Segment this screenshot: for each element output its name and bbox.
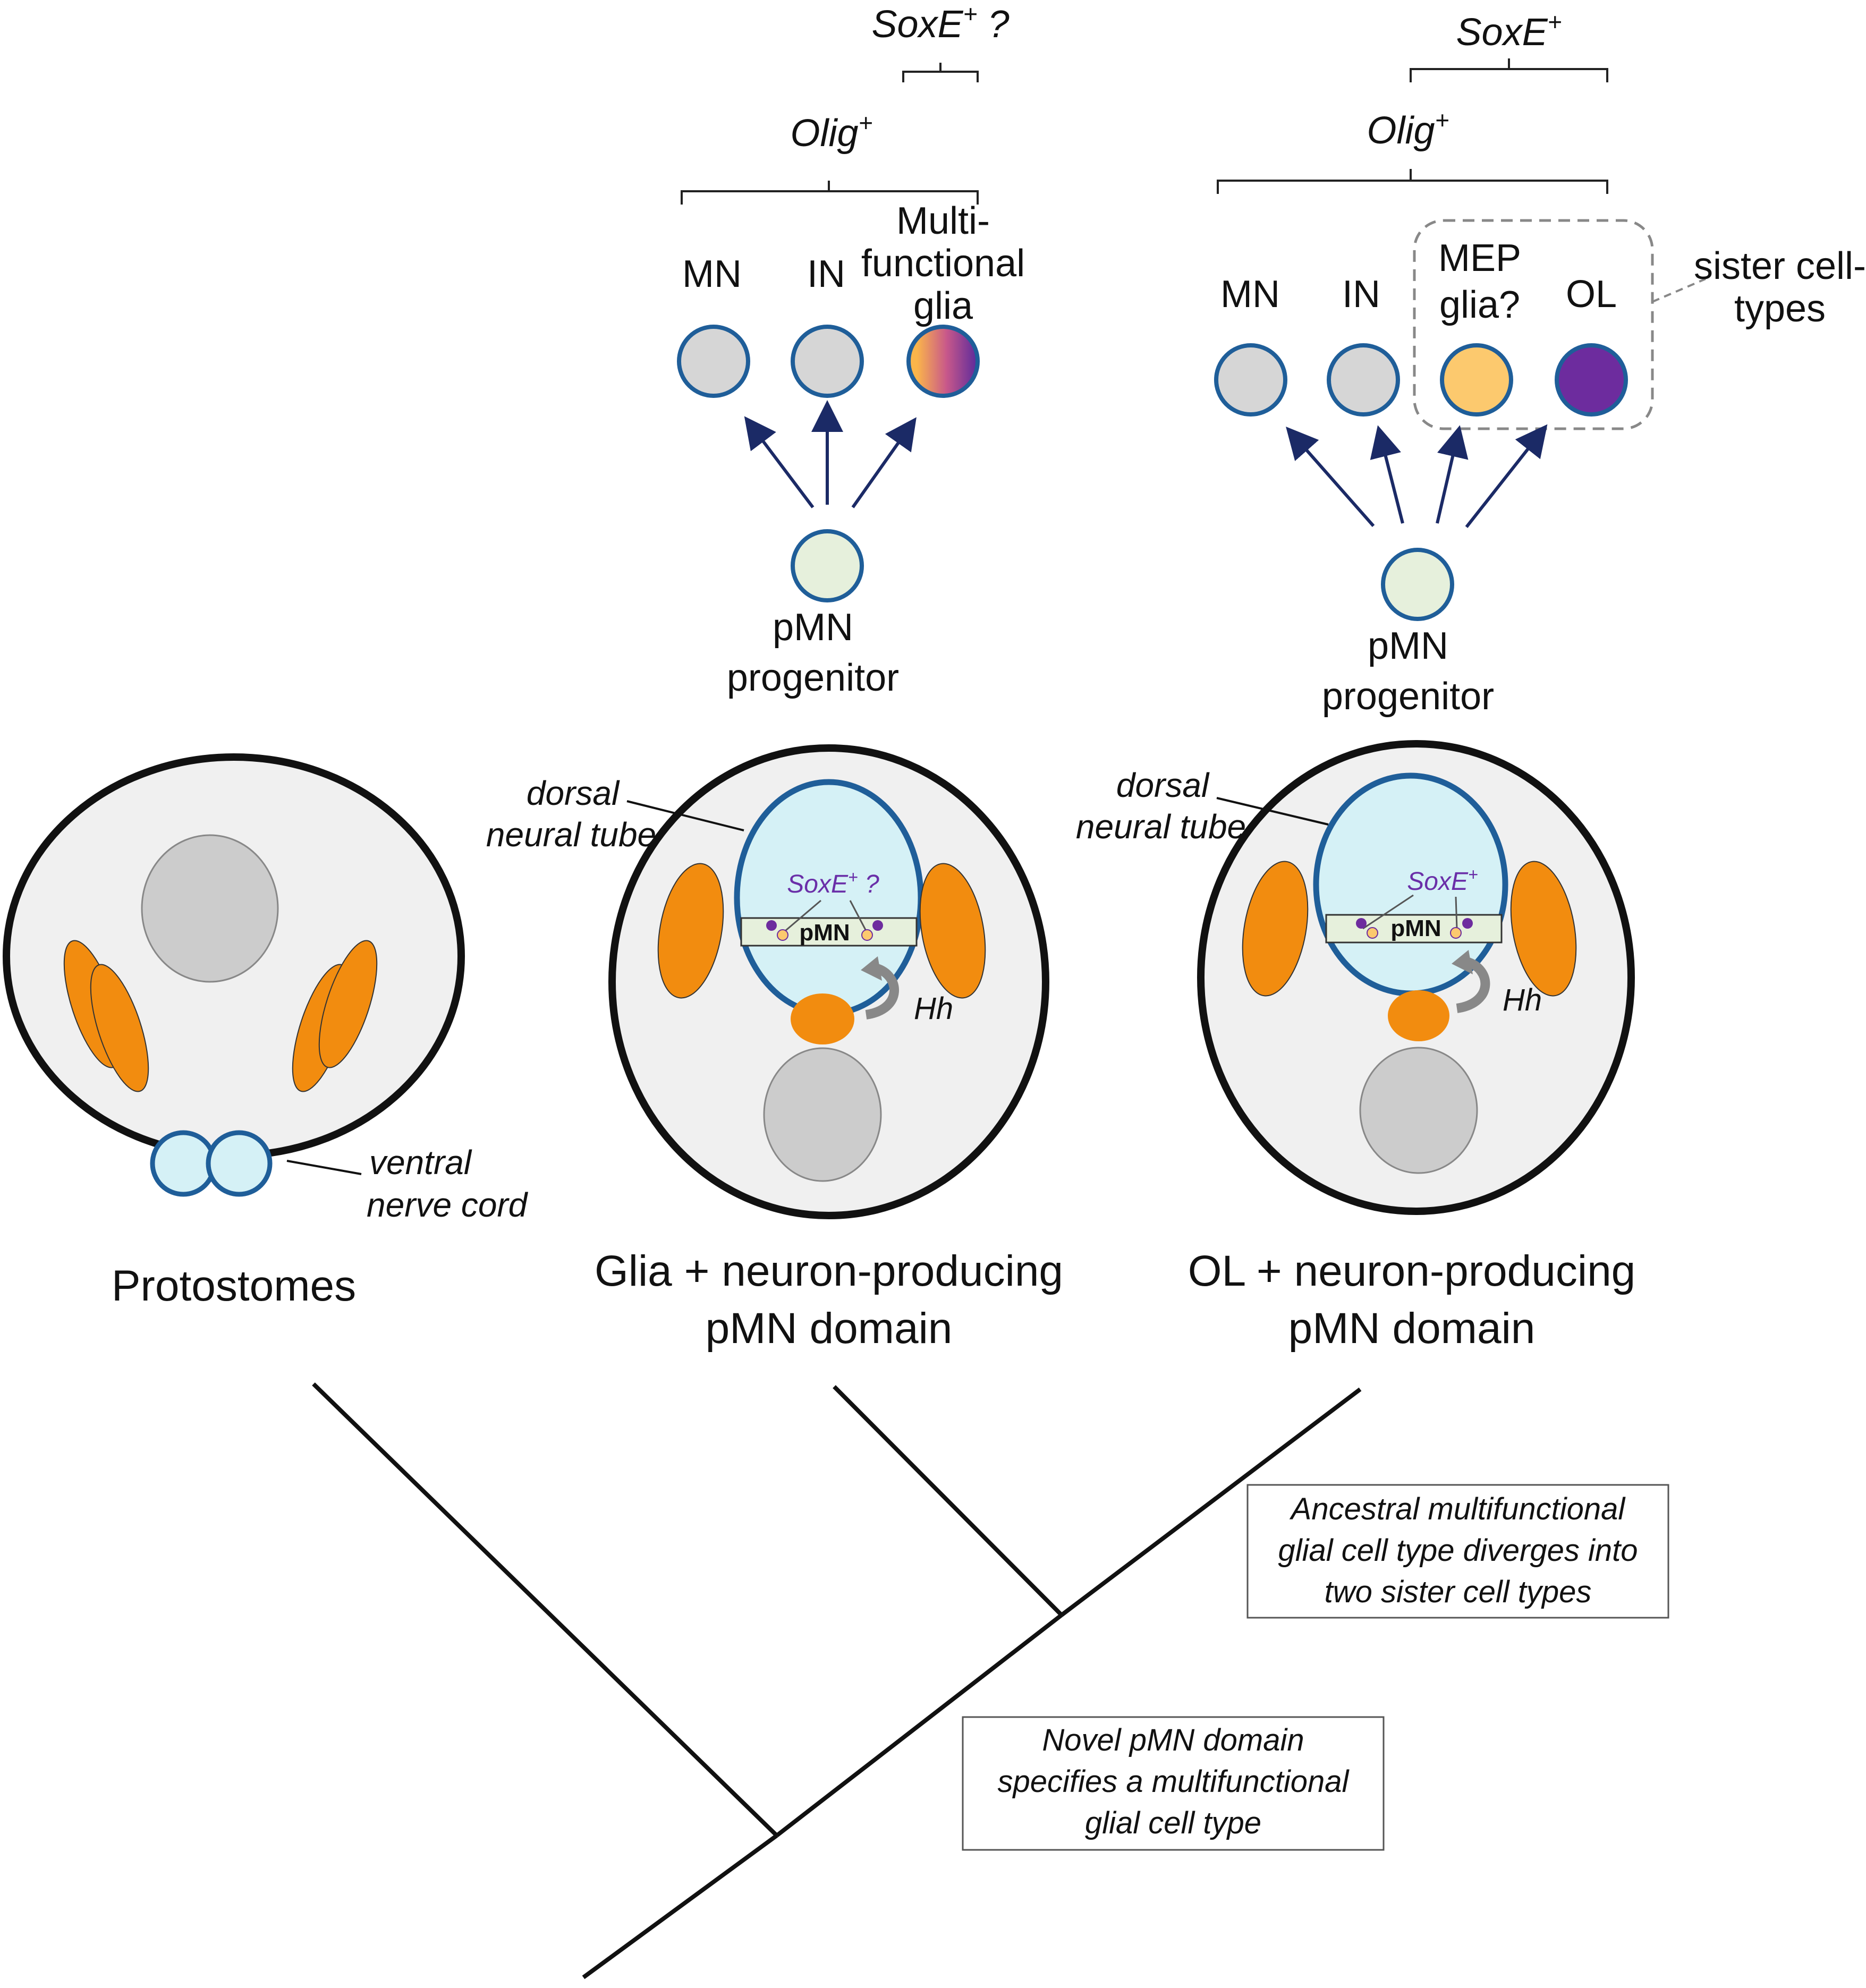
middle-soxe-bracket bbox=[902, 63, 979, 82]
ventral-nerve-cord-right bbox=[206, 1130, 273, 1197]
middle-hh-label: Hh bbox=[914, 991, 953, 1026]
protostome-muscle-right-b bbox=[318, 940, 378, 1068]
middle-hh-arrow bbox=[865, 963, 899, 1020]
middle-muscle-right bbox=[919, 863, 986, 999]
right-gut bbox=[1359, 1047, 1478, 1174]
protostome-muscle-left-b bbox=[90, 964, 149, 1092]
tree-branch-protostomes bbox=[312, 1382, 778, 1837]
right-soxe-inner-label: SoxE+ bbox=[1407, 865, 1478, 896]
right-pmn-progenitor-cell bbox=[1381, 548, 1454, 621]
right-soxe-cell-purple-left bbox=[1356, 918, 1367, 929]
right-hh-label: Hh bbox=[1503, 983, 1542, 1017]
right-in-cell bbox=[1327, 343, 1400, 417]
right-olig-bracket bbox=[1217, 169, 1608, 194]
ventral-label-leader bbox=[286, 1160, 362, 1175]
tree-trunk bbox=[582, 1833, 778, 1979]
right-soxe-cell-purple-right bbox=[1462, 918, 1473, 929]
middle-multifunctional-glia-cell bbox=[906, 325, 980, 398]
right-soxe-cell-yellow-left bbox=[1367, 927, 1378, 939]
sister-cell-types-label: sister cell-types bbox=[1694, 245, 1866, 330]
right-arrow-in bbox=[1370, 425, 1404, 524]
ventral-nerve-cord-left bbox=[150, 1130, 217, 1197]
middle-in-cell bbox=[791, 325, 864, 398]
middle-soxe-cell-yellow-left bbox=[777, 929, 788, 941]
tree-stem-vertebrates bbox=[775, 1613, 1063, 1838]
right-notochord bbox=[1388, 990, 1449, 1041]
right-soxe-bracket bbox=[1410, 58, 1608, 82]
middle-hh-arrowhead bbox=[861, 956, 882, 981]
tree-branch-glia-domain bbox=[833, 1385, 1063, 1617]
note-lower-box bbox=[962, 1716, 1385, 1851]
middle-olig-bracket bbox=[681, 181, 979, 205]
tree-branch-ol-domain bbox=[1060, 1387, 1362, 1617]
middle-gut bbox=[763, 1047, 882, 1182]
right-arrow-mep bbox=[1436, 425, 1469, 524]
middle-soxe-leader-right bbox=[849, 900, 867, 931]
middle-soxe-cell-yellow-right bbox=[861, 929, 873, 941]
protostomes-caption: Protostomes bbox=[112, 1262, 356, 1310]
right-mn-label: MN bbox=[1220, 273, 1280, 316]
right-soxe-leader-left bbox=[1362, 894, 1414, 930]
right-in-label: IN bbox=[1342, 273, 1380, 316]
sister-label-leader bbox=[1652, 278, 1706, 303]
note-upper-box bbox=[1246, 1484, 1669, 1619]
middle-pmn-domain-label: pMN bbox=[799, 920, 850, 946]
right-hh-arrow bbox=[1456, 957, 1490, 1013]
right-dorsal-leader bbox=[1216, 797, 1329, 826]
right-olig-label: Olig+ bbox=[1367, 106, 1449, 152]
middle-mn-label: MN bbox=[682, 253, 742, 295]
middle-soxe-cell-purple-right bbox=[872, 920, 883, 931]
middle-soxe-inner-label: SoxE+ ? bbox=[787, 868, 879, 898]
middle-soxe-bracket-label: SoxE+ ? bbox=[871, 0, 1009, 46]
middle-arrow-mn bbox=[744, 416, 815, 508]
middle-mn-cell bbox=[677, 325, 750, 398]
right-muscle-left bbox=[1242, 861, 1309, 997]
middle-pmn-progenitor-cell bbox=[791, 529, 864, 602]
right-mep-glia-cell bbox=[1440, 343, 1513, 417]
right-pmn-domain bbox=[1325, 914, 1503, 944]
right-hh-arrowhead bbox=[1452, 950, 1473, 974]
right-ol-cell bbox=[1555, 343, 1628, 417]
middle-arrow-glia bbox=[851, 417, 917, 508]
right-soxe-cell-yellow-right bbox=[1450, 927, 1462, 939]
middle-in-label: IN bbox=[807, 253, 845, 295]
right-ol-label: OL bbox=[1566, 273, 1617, 316]
middle-soxe-cell-purple-left bbox=[766, 920, 777, 931]
right-pmn-domain-label: pMN bbox=[1390, 915, 1441, 941]
middle-olig-label: Olig+ bbox=[791, 109, 873, 155]
right-soxe-leader-right bbox=[1455, 896, 1458, 929]
right-mn-cell bbox=[1214, 343, 1287, 417]
right-arrow-mn bbox=[1286, 427, 1375, 527]
middle-dorsal-leader bbox=[626, 800, 744, 831]
right-soxe-bracket-label: SoxE+ bbox=[1456, 8, 1562, 54]
right-muscle-right bbox=[1510, 861, 1577, 997]
middle-soxe-leader-left bbox=[785, 899, 821, 932]
right-arrow-ol bbox=[1465, 424, 1548, 528]
middle-muscle-left bbox=[657, 863, 724, 999]
middle-notochord bbox=[791, 993, 854, 1044]
protostome-gut bbox=[141, 834, 279, 983]
